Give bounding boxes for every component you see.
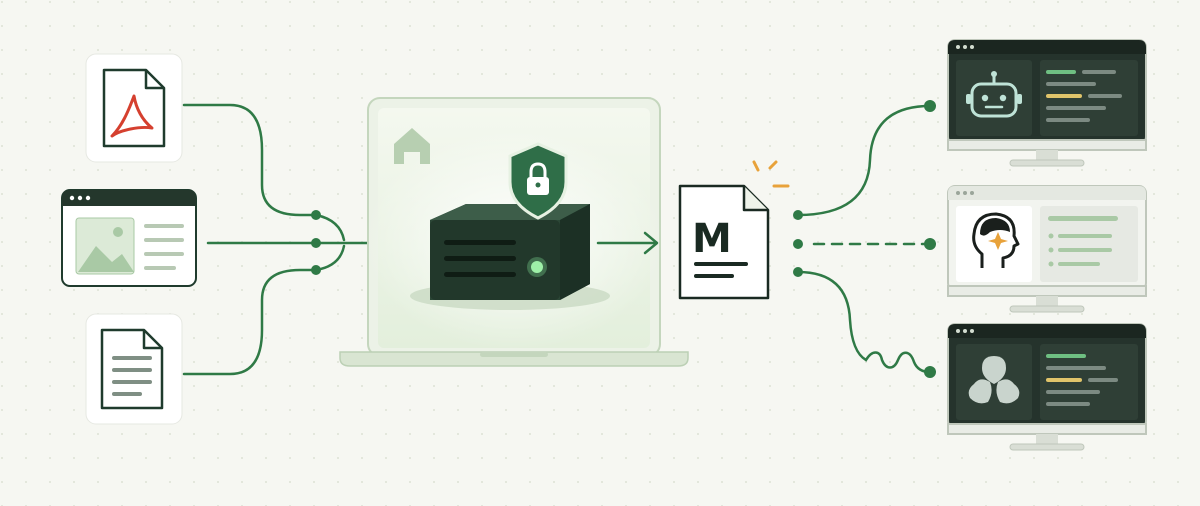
ai-head-icon [972, 212, 1020, 268]
output-connectors [796, 104, 932, 374]
markdown-file-icon: M [678, 184, 770, 300]
ai-head-monitor [947, 185, 1147, 313]
pdf-file-icon [85, 53, 183, 163]
cluster-ai-monitor [947, 323, 1147, 451]
input-junctions [311, 210, 321, 275]
home-icon [394, 128, 430, 164]
local-server-icon [410, 204, 610, 310]
shield-lock-icon [508, 142, 568, 220]
web-page-image-icon [61, 189, 197, 287]
sparkle-icon [752, 160, 790, 188]
text-document-icon [85, 313, 183, 425]
target-endpoints [924, 100, 936, 378]
cluster-ai-icon [968, 356, 1020, 404]
markdown-letter: M [692, 216, 732, 262]
robot-chat-monitor [947, 39, 1147, 167]
to-markdown-arrow [596, 231, 659, 255]
robot-chat-icon [966, 71, 1022, 118]
